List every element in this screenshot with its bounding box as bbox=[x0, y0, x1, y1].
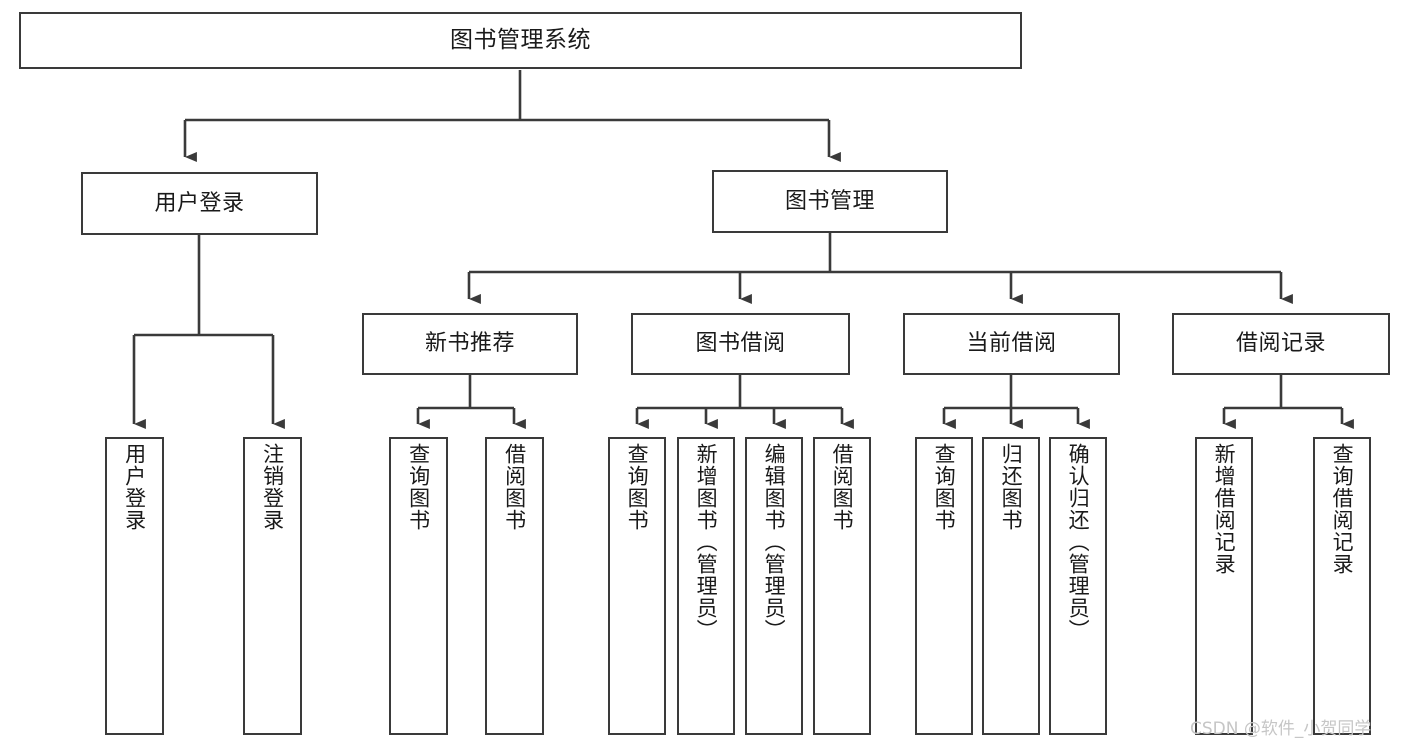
node-leaf-add-record-label: 新增借阅记录 bbox=[1212, 443, 1237, 575]
node-leaf-logout-login[interactable]: 注销登录 bbox=[243, 437, 302, 735]
node-book-borrow-label: 图书借阅 bbox=[695, 331, 786, 357]
node-leaf-edit-book-label: 编辑图书（管理员） bbox=[762, 443, 787, 641]
node-current-borrow[interactable]: 当前借阅 bbox=[903, 313, 1120, 375]
node-leaf-confirm-return-label: 确认归还（管理员） bbox=[1066, 443, 1091, 641]
node-leaf-query-record[interactable]: 查询借阅记录 bbox=[1313, 437, 1371, 735]
node-leaf-logout-login-label: 注销登录 bbox=[260, 443, 285, 531]
node-leaf-query-book-3-label: 查询图书 bbox=[932, 443, 957, 531]
node-leaf-borrow-book-1-label: 借阅图书 bbox=[502, 443, 527, 531]
node-borrow-record[interactable]: 借阅记录 bbox=[1172, 313, 1390, 375]
node-leaf-query-book-3[interactable]: 查询图书 bbox=[915, 437, 973, 735]
node-root-label: 图书管理系统 bbox=[450, 26, 591, 53]
node-leaf-query-book-2[interactable]: 查询图书 bbox=[608, 437, 666, 735]
node-leaf-return-book-label: 归还图书 bbox=[999, 443, 1024, 531]
node-leaf-add-record[interactable]: 新增借阅记录 bbox=[1195, 437, 1253, 735]
node-current-borrow-label: 当前借阅 bbox=[966, 331, 1057, 357]
node-leaf-add-book[interactable]: 新增图书（管理员） bbox=[677, 437, 735, 735]
node-user-login[interactable]: 用户登录 bbox=[81, 172, 318, 235]
node-book-manage[interactable]: 图书管理 bbox=[712, 170, 948, 233]
csdn-watermark: CSDN @软件_小贺同学 bbox=[1190, 719, 1372, 739]
node-leaf-borrow-book-2[interactable]: 借阅图书 bbox=[813, 437, 871, 735]
node-borrow-record-label: 借阅记录 bbox=[1235, 331, 1326, 357]
node-leaf-user-login[interactable]: 用户登录 bbox=[105, 437, 164, 735]
node-leaf-query-record-label: 查询借阅记录 bbox=[1330, 443, 1355, 575]
node-leaf-query-book-2-label: 查询图书 bbox=[625, 443, 650, 531]
node-book-manage-label: 图书管理 bbox=[784, 188, 875, 214]
node-leaf-edit-book[interactable]: 编辑图书（管理员） bbox=[745, 437, 803, 735]
node-new-book-recommend-label: 新书推荐 bbox=[424, 331, 515, 357]
node-book-borrow[interactable]: 图书借阅 bbox=[631, 313, 850, 375]
node-user-login-label: 用户登录 bbox=[154, 190, 245, 216]
node-leaf-borrow-book-1[interactable]: 借阅图书 bbox=[485, 437, 544, 735]
node-leaf-add-book-label: 新增图书（管理员） bbox=[694, 443, 719, 641]
node-leaf-user-login-label: 用户登录 bbox=[122, 443, 147, 531]
node-leaf-query-book-1[interactable]: 查询图书 bbox=[389, 437, 448, 735]
node-leaf-query-book-1-label: 查询图书 bbox=[406, 443, 431, 531]
node-new-book-recommend[interactable]: 新书推荐 bbox=[362, 313, 578, 375]
node-leaf-borrow-book-2-label: 借阅图书 bbox=[830, 443, 855, 531]
node-leaf-return-book[interactable]: 归还图书 bbox=[982, 437, 1040, 735]
node-leaf-confirm-return[interactable]: 确认归还（管理员） bbox=[1049, 437, 1107, 735]
node-root[interactable]: 图书管理系统 bbox=[19, 12, 1022, 69]
